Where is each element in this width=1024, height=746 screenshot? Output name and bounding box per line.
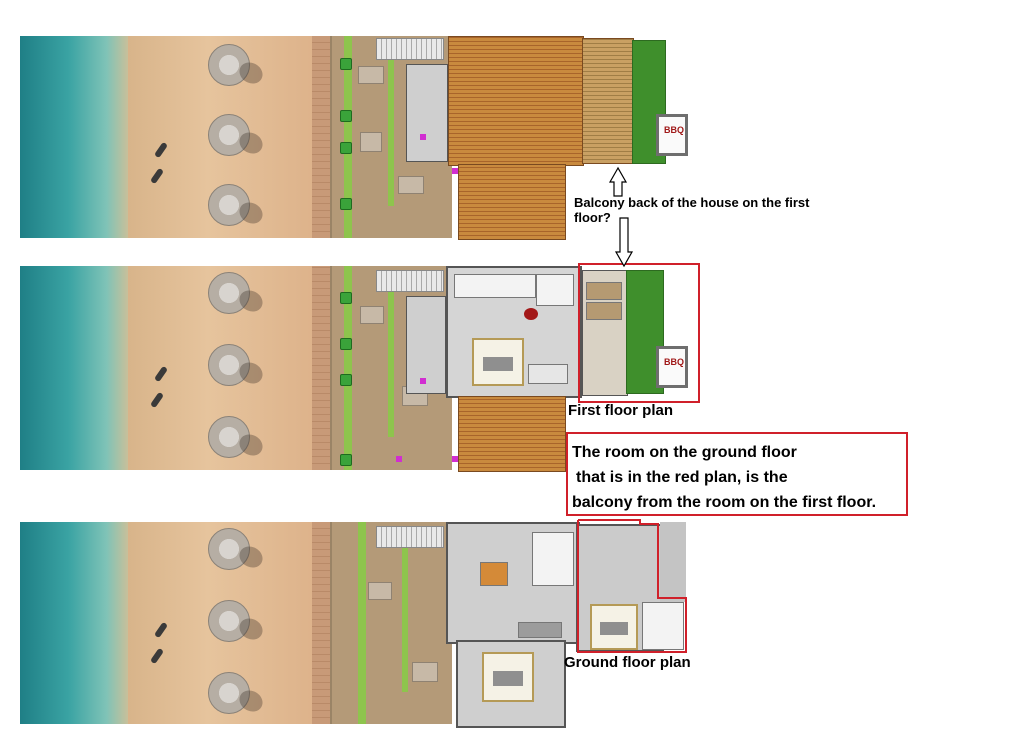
bathroom: [536, 274, 574, 306]
garden-path: [330, 522, 452, 724]
kitchen-area: [454, 274, 536, 298]
beach-umbrella-icon: [208, 184, 250, 226]
sea-area: [20, 266, 128, 470]
bed-icon: [482, 652, 534, 702]
first-floor-balcony-highlight: [578, 263, 700, 403]
note-box: [566, 432, 908, 516]
balcony-question-label: Balcony back of the house on the first f…: [574, 195, 809, 225]
roof-lower: [458, 164, 566, 240]
sea-area: [20, 522, 128, 724]
beach-umbrella-icon: [208, 600, 250, 642]
beach-umbrella-icon: [208, 114, 250, 156]
beach-umbrella-icon: [208, 416, 250, 458]
note-line-1: The room on the ground floor: [572, 444, 797, 461]
plant-icon: [340, 338, 352, 350]
sofa: [518, 622, 562, 638]
plan-strip-ground-floor: [20, 522, 686, 728]
plant-icon: [340, 198, 352, 210]
balcony-question-line-1: Balcony back of the house on the first: [574, 195, 810, 210]
beach-umbrella-icon: [208, 528, 250, 570]
sofa: [528, 364, 568, 384]
beach-umbrella-icon: [208, 344, 250, 386]
beach-umbrella-icon: [208, 44, 250, 86]
first-floor-plan-label: First floor plan: [568, 402, 673, 419]
roof-main: [448, 36, 584, 166]
sunbed: [586, 302, 622, 320]
bathroom: [642, 602, 684, 650]
boardwalk: [312, 266, 330, 470]
staircase: [376, 38, 444, 60]
kitchen-area: [532, 532, 574, 586]
plant-icon: [340, 110, 352, 122]
plant-icon: [340, 58, 352, 70]
roof-lower: [458, 396, 566, 472]
bed-icon: [472, 338, 524, 386]
note-line-3: balcony from the room on the first floor…: [572, 494, 877, 511]
ground-floor-plan-label: Ground floor plan: [564, 654, 691, 671]
plan-strip-first-floor: BBQ: [20, 266, 688, 472]
terrace-floor: [406, 64, 448, 162]
plan-strip-roof: BBQ: [20, 36, 688, 240]
staircase: [376, 270, 444, 292]
rug-icon: [524, 308, 538, 320]
note-line-2: that is in the red plan, is the: [576, 469, 788, 486]
boardwalk: [312, 522, 330, 724]
sea-area: [20, 36, 128, 238]
dining-table: [480, 562, 508, 586]
staircase: [376, 526, 444, 548]
terrace-floor: [406, 296, 446, 394]
plant-icon: [340, 454, 352, 466]
bbq-icon: BBQ: [656, 114, 688, 156]
bbq-icon: BBQ: [656, 346, 688, 388]
beach-umbrella-icon: [208, 272, 250, 314]
balcony-question-line-2: floor?: [574, 210, 611, 225]
side-path: [660, 522, 686, 602]
boardwalk: [312, 36, 330, 238]
balcony-deck: [582, 38, 634, 164]
plant-icon: [340, 374, 352, 386]
bed-icon: [590, 604, 638, 650]
sunbed: [586, 282, 622, 300]
beach-umbrella-icon: [208, 672, 250, 714]
plant-icon: [340, 142, 352, 154]
note-text: The room on the ground floor that is in …: [572, 440, 876, 515]
plant-icon: [340, 292, 352, 304]
